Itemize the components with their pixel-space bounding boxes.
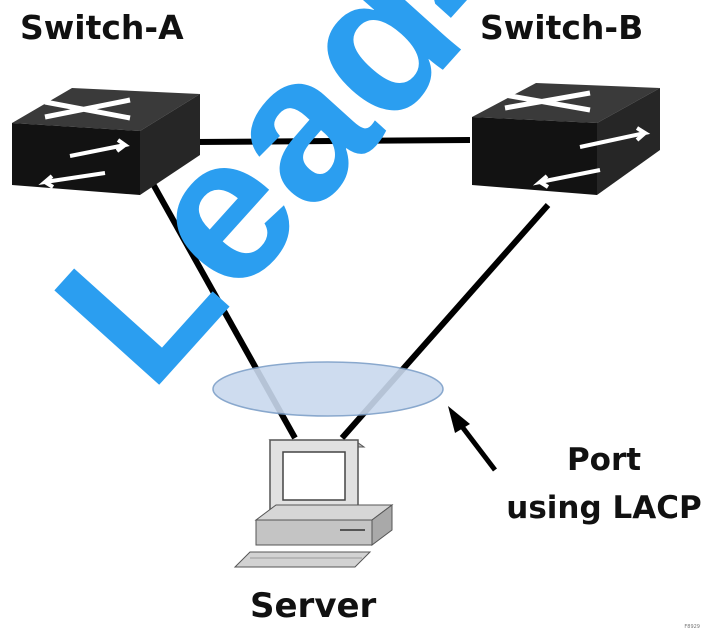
switch-b-label: Switch-B — [480, 8, 644, 47]
link-switch-a-switch-b — [194, 137, 471, 145]
switch-a-label: Switch-A — [20, 8, 184, 47]
lacp-annotation-line1: Port — [566, 442, 642, 478]
figure-id: F8929 — [684, 624, 700, 630]
server-label: Server — [250, 586, 377, 626]
watermark-text: Lead4 — [13, 0, 580, 424]
lacp-bundle-ellipse — [212, 361, 444, 417]
switch-b-icon — [472, 83, 660, 195]
switch-a-icon — [12, 88, 200, 195]
arrow-to-lacp-port — [448, 406, 497, 472]
server-computer-icon — [233, 439, 394, 568]
lacp-annotation-line2: using LACP — [506, 490, 702, 526]
lacp-port-annotation: Port using LACP — [506, 436, 702, 532]
